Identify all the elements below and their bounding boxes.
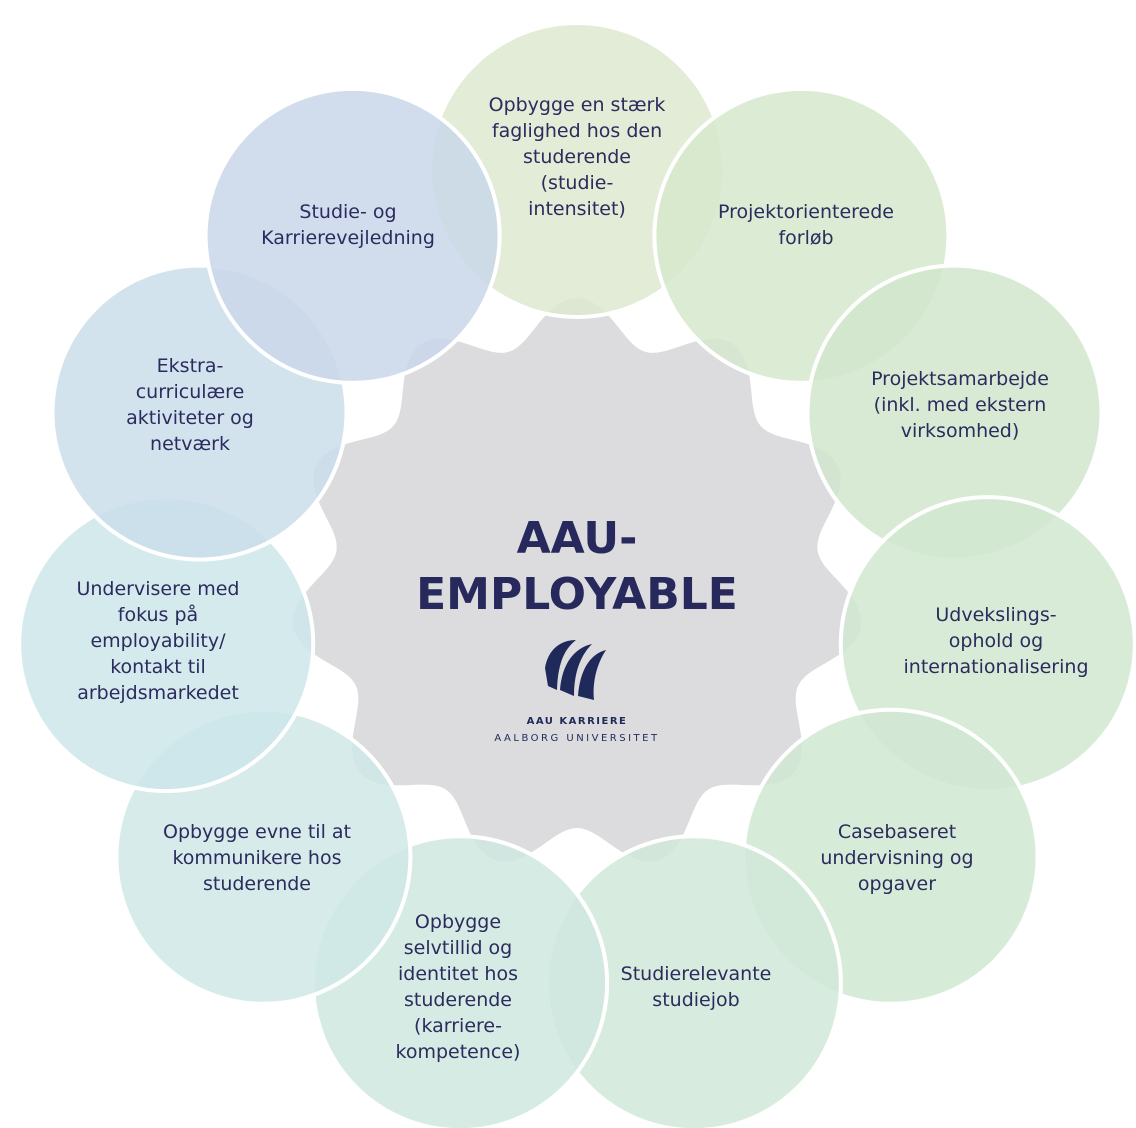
circle-label-line: curriculære: [136, 381, 245, 403]
circle-label-line: Udvekslings-: [935, 604, 1056, 626]
circle-label-line: kompetence): [396, 1041, 521, 1063]
circle-label-line: studiejob: [652, 989, 739, 1011]
circle-label-line: netværk: [150, 433, 230, 455]
circle-label-line: Studie- og: [299, 201, 396, 223]
circle-label-line: Opbygge evne til at: [163, 821, 351, 843]
circle-label-line: Karrierevejledning: [261, 227, 435, 249]
circle-label-line: kommunikere hos: [172, 847, 341, 869]
circle-label-line: virksomhed): [901, 420, 1020, 442]
circle-label-line: internationalisering: [904, 656, 1089, 678]
center-hub: AAU-EMPLOYABLE AAU KARRIERE AALBORG UNIVER…: [292, 298, 862, 862]
circle-label-line: Studierelevante: [621, 963, 772, 985]
circle-label-line: Projektorienterede: [718, 201, 894, 223]
circle-label-line: Opbygge en stærk: [489, 94, 666, 116]
labels: Opbygge en stærk faglighed hos den studere…: [76, 94, 1088, 1063]
circle-label-line: intensitet): [528, 198, 626, 220]
circle-label-line: undervisning og: [820, 847, 973, 869]
circle-label-line: studerende: [203, 873, 311, 895]
circle-label-line: fokus på: [118, 603, 198, 626]
circle-label-line: ophold og: [949, 630, 1043, 652]
logo-university-text: AALBORG UNIVERSITET: [494, 733, 659, 744]
circle-label-line: studerende: [523, 146, 631, 168]
outer-circles: [17, 21, 1136, 1128]
circle-label-line: employability/: [90, 630, 226, 652]
circle-label-line: studerende: [404, 989, 512, 1011]
aau-logo-icon: [545, 640, 606, 700]
circle-label-line: Ekstra-: [157, 355, 224, 377]
center-title-line: EMPLOYABLE: [416, 569, 738, 620]
circle-label-line: faglighed hos den: [492, 120, 662, 142]
circle-label-line: (karriere-: [414, 1015, 502, 1037]
center-title-line: AAU-: [517, 513, 638, 564]
circle-label-line: Undervisere med: [76, 578, 239, 600]
circle-label-line: (inkl. med ekstern: [874, 394, 1047, 416]
circle-label-line: opgaver: [858, 873, 936, 895]
circle-label-line: Casebaseret: [838, 821, 956, 843]
circle-label-line: identitet hos: [398, 963, 518, 985]
outer-circle: [203, 86, 502, 385]
center-hub-shape: [292, 298, 862, 862]
circle-label-line: selvtillid og: [404, 937, 512, 959]
circle-label-line: (studie-: [541, 172, 614, 194]
logo-brand-text: AAU KARRIERE: [527, 716, 628, 727]
circle-label-line: forløb: [778, 227, 833, 249]
circle-label-line: aktiviteter og: [126, 407, 254, 429]
circle-label-line: Projektsamarbejde: [871, 368, 1049, 390]
circle-label-line: kontakt til: [110, 656, 206, 678]
circle-label-line: arbejdsmarkedet: [77, 682, 239, 704]
circle-label-line: Opbygge: [415, 911, 501, 933]
